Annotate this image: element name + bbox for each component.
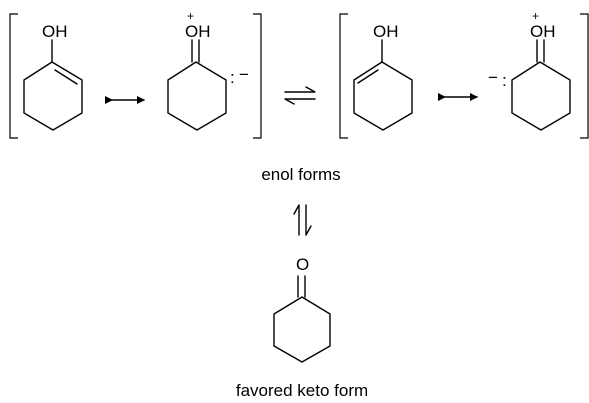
enol-structure-4: OH + − :	[488, 9, 571, 131]
positive-charge-2: +	[532, 9, 539, 23]
positive-charge: +	[187, 9, 194, 23]
enol-structure-1: OH	[23, 22, 83, 131]
enol-structure-2: OH + : −	[167, 9, 249, 131]
enol-forms-caption: enol forms	[261, 165, 340, 184]
carbanion-lone-pair-2: :	[502, 71, 507, 90]
equilibrium-arrow-vertical	[293, 204, 312, 236]
carbanion-lone-pair: :	[230, 68, 235, 87]
oxonium-label-2: OH	[530, 22, 556, 41]
keto-form-caption: favored keto form	[236, 381, 368, 400]
enol-structure-3: OH	[353, 22, 413, 131]
equilibrium-arrow-horizontal	[284, 86, 316, 105]
carbonyl-oxygen-label: O	[296, 255, 309, 274]
negative-charge: −	[239, 65, 249, 84]
hydroxyl-label-2: OH	[373, 22, 399, 41]
right-resonance-bracket	[339, 13, 589, 139]
negative-charge-2: −	[488, 68, 498, 87]
keto-structure: O	[273, 255, 331, 363]
left-resonance-bracket	[9, 13, 262, 139]
hydroxyl-label: OH	[42, 22, 68, 41]
oxonium-label: OH	[185, 22, 211, 41]
